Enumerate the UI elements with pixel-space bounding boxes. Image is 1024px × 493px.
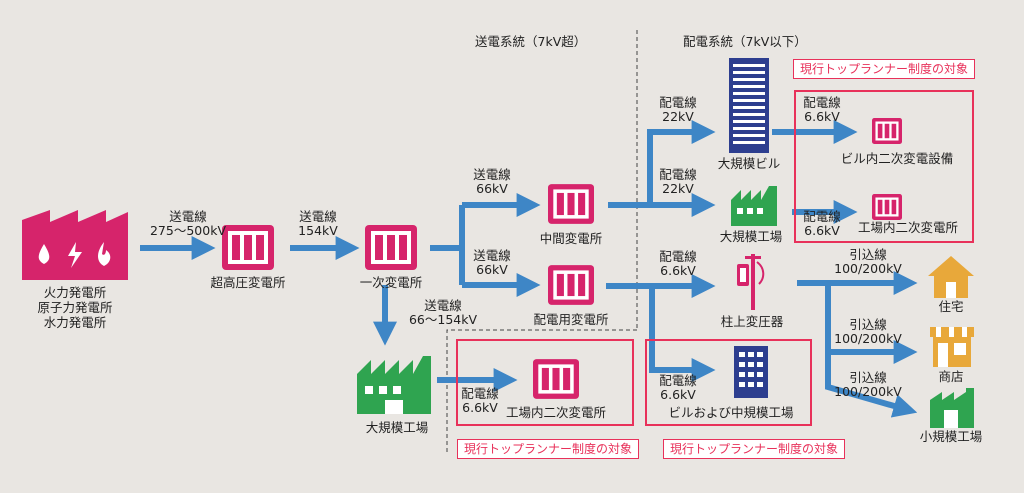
arrow-to-small-factory bbox=[825, 352, 918, 418]
small-factory-icon bbox=[930, 388, 974, 428]
header-transmission: 送電系統（7kV超） bbox=[475, 34, 587, 49]
large-factory-right-label: 大規模工場 bbox=[719, 229, 783, 244]
plant-nuclear: 原子力発電所 bbox=[37, 300, 113, 315]
extra-high-substation-label: 超高圧変電所 bbox=[210, 275, 286, 290]
store-label: 商店 bbox=[938, 369, 964, 384]
house-label: 住宅 bbox=[938, 299, 964, 314]
extra-high-substation-icon bbox=[222, 225, 274, 270]
line-voltage: 66～154kV bbox=[408, 312, 478, 327]
line-voltage: 100/200kV bbox=[834, 331, 902, 346]
large-factory-left-icon bbox=[357, 356, 431, 414]
store-icon bbox=[930, 327, 974, 367]
factory-secondary-substation-right-label: 工場内二次変電所 bbox=[857, 220, 958, 235]
large-factory-right-icon bbox=[731, 186, 777, 226]
boundary-dash-lower bbox=[446, 329, 637, 455]
line-voltage: 22kV bbox=[662, 181, 694, 196]
large-building-label: 大規模ビル bbox=[717, 156, 781, 171]
line-voltage: 275～500kV bbox=[149, 223, 226, 238]
top-runner-tag-bottom-mid: 現行トップランナー制度の対象 bbox=[663, 439, 846, 459]
line-voltage: 6.6kV bbox=[462, 400, 498, 415]
factory-secondary-substation-icon bbox=[533, 359, 579, 399]
header-distribution: 配電系統（7kV以下） bbox=[683, 34, 807, 49]
intermediate-substation-icon bbox=[548, 184, 594, 224]
line-type: 配電線 bbox=[659, 373, 697, 388]
line-voltage: 6.6kV bbox=[804, 223, 840, 238]
mid-building-icon bbox=[734, 346, 768, 398]
top-runner-box-bottom-mid bbox=[645, 339, 812, 426]
line-type: 送電線 bbox=[424, 298, 462, 313]
arrow-dist-to-bldg-mid bbox=[649, 286, 716, 382]
small-factory-label: 小規模工場 bbox=[919, 429, 983, 444]
intermediate-substation-label: 中間変電所 bbox=[539, 231, 603, 246]
line-type: 配電線 bbox=[461, 386, 499, 401]
pole-transformer-label: 柱上変圧器 bbox=[720, 314, 784, 329]
line-voltage: 100/200kV bbox=[834, 261, 902, 276]
line-type: 配電線 bbox=[659, 167, 697, 182]
line-type: 送電線 bbox=[473, 248, 511, 263]
pole-transformer-icon bbox=[737, 254, 765, 310]
power-plant-icon bbox=[22, 210, 128, 280]
primary-substation-icon bbox=[365, 225, 417, 270]
top-runner-box-bottom-left bbox=[456, 339, 634, 426]
top-runner-tag-bottom-left: 現行トップランナー制度の対象 bbox=[457, 439, 640, 459]
line-type: 送電線 bbox=[299, 209, 337, 224]
line-voltage: 154kV bbox=[298, 223, 338, 238]
top-runner-box-right bbox=[794, 90, 974, 243]
line-type: 配電線 bbox=[803, 209, 841, 224]
building-secondary-equipment-label: ビル内二次変電設備 bbox=[840, 151, 954, 166]
line-type: 配電線 bbox=[659, 95, 697, 110]
house-icon bbox=[928, 256, 974, 298]
line-voltage: 22kV bbox=[662, 109, 694, 124]
plant-thermal: 火力発電所 bbox=[43, 285, 107, 300]
power-plants-label: 火力発電所 原子力発電所 水力発電所 bbox=[10, 285, 140, 330]
arrow-inter-to-building bbox=[647, 120, 716, 205]
building-mid-factory-label: ビルおよび中規模工場 bbox=[668, 405, 794, 420]
line-voltage: 6.6kV bbox=[804, 109, 840, 124]
plant-hydro: 水力発電所 bbox=[43, 315, 107, 330]
building-secondary-equipment-icon bbox=[872, 118, 902, 144]
factory-substation-right-icon bbox=[872, 194, 902, 220]
line-type: 引込線 bbox=[849, 317, 887, 332]
line-voltage: 6.6kV bbox=[660, 263, 696, 278]
line-type: 送電線 bbox=[473, 167, 511, 182]
factory-secondary-substation-label: 工場内二次変電所 bbox=[505, 405, 606, 420]
primary-substation-label: 一次変電所 bbox=[359, 275, 423, 290]
line-voltage: 100/200kV bbox=[834, 384, 902, 399]
top-runner-tag-right: 現行トップランナー制度の対象 bbox=[793, 59, 976, 79]
line-type: 送電線 bbox=[169, 209, 207, 224]
line-type: 引込線 bbox=[849, 247, 887, 262]
large-factory-left-label: 大規模工場 bbox=[365, 420, 429, 435]
distribution-substation-icon bbox=[548, 265, 594, 305]
line-voltage: 6.6kV bbox=[660, 387, 696, 402]
line-type: 引込線 bbox=[849, 370, 887, 385]
large-building-icon bbox=[729, 58, 769, 153]
line-voltage: 66kV bbox=[476, 181, 508, 196]
line-type: 配電線 bbox=[803, 95, 841, 110]
line-voltage: 66kV bbox=[476, 262, 508, 277]
distribution-substation-label: 配電用変電所 bbox=[533, 312, 609, 327]
line-type: 配電線 bbox=[659, 249, 697, 264]
